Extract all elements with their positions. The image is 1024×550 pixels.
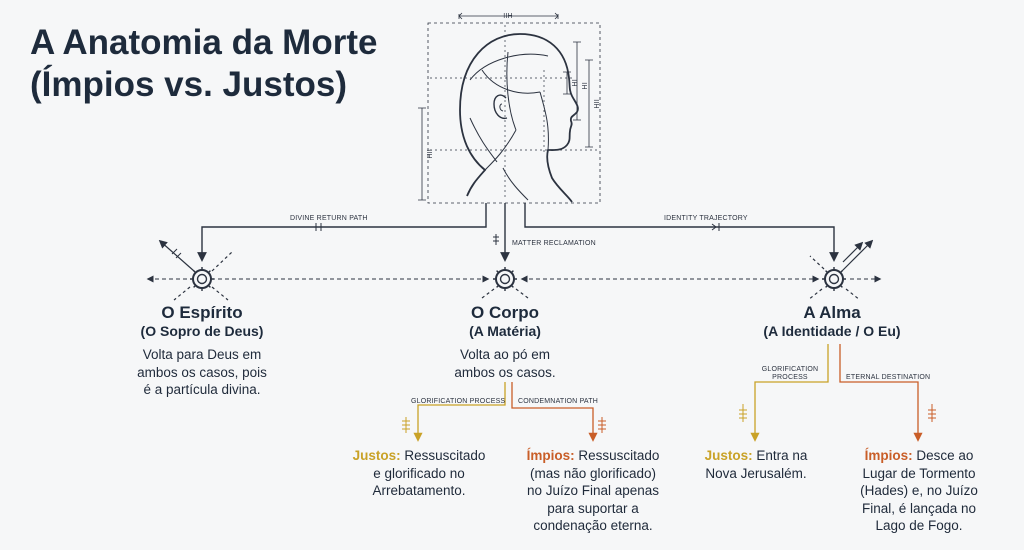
corpo-condemnation-label: CONDEMNATION PATH bbox=[518, 398, 598, 405]
corpo-justos-text: Justos: Ressuscitado e glorificado no Ar… bbox=[338, 447, 500, 500]
alma-impios-line: Lugar de Tormento bbox=[862, 465, 976, 481]
corpo-justos-line: e glorificado no bbox=[373, 465, 465, 481]
dim-right-inner: IH bbox=[570, 79, 577, 86]
head-blueprint-icon bbox=[418, 12, 601, 204]
title-line-1: A Anatomia da Morte bbox=[30, 23, 378, 62]
corpo-impios-line: no Juízo Final apenas bbox=[526, 483, 660, 498]
corpo-body-line: ambos os casos. bbox=[454, 364, 556, 380]
divine-return-arrow bbox=[197, 203, 487, 262]
identity-trajectory-arrow bbox=[524, 203, 839, 262]
alma-branches bbox=[739, 344, 936, 442]
justos-label: Justos: bbox=[704, 448, 753, 463]
corpo-impios-line: para suportar a bbox=[547, 500, 639, 516]
alma-impios-line: (Hades) e, no Juízo bbox=[860, 483, 978, 498]
head-dimension-labels: IIH IH IIH IH IIH bbox=[425, 13, 599, 159]
dim-left: IIH bbox=[425, 149, 432, 159]
page-title: A Anatomia da Morte (Ímpios vs. Justos) bbox=[30, 22, 377, 106]
connector-lines bbox=[197, 203, 839, 262]
corpo-body: Volta ao pó em ambos os casos. bbox=[413, 346, 597, 381]
dim-right-outer: IIH bbox=[592, 99, 599, 109]
node-corpo-icon bbox=[492, 266, 518, 292]
corpo-glorification-label: GLORIFICATION PROCESS bbox=[411, 398, 505, 405]
dim-right-mid: IH bbox=[580, 82, 587, 89]
alma-impios-line: Final, é lançada no bbox=[861, 500, 977, 516]
corpo-impios-line: (mas não glorificado) bbox=[529, 465, 657, 481]
impios-label: Ímpios: bbox=[864, 448, 913, 463]
corpo-justos-line: Ressuscitado bbox=[400, 448, 486, 463]
justos-label: Justos: bbox=[352, 448, 401, 463]
ray-icons bbox=[158, 239, 874, 301]
corpo-title: O Corpo bbox=[471, 303, 539, 322]
espirito-body-line: é a partícula divina. bbox=[143, 382, 261, 397]
alma-glorification-label-2: PROCESS bbox=[772, 374, 808, 381]
corpo-body-line: Volta ao pó em bbox=[459, 347, 551, 362]
matter-reclamation-label: MATTER RECLAMATION bbox=[512, 240, 596, 247]
alma-impios-line: Desce ao bbox=[912, 448, 974, 463]
divine-return-label: DIVINE RETURN PATH bbox=[290, 215, 368, 222]
espirito-title: O Espírito bbox=[161, 303, 243, 322]
alma-impios-text: Ímpios: Desce ao Lugar de Tormento (Hade… bbox=[842, 447, 996, 535]
alma-title: A Alma bbox=[803, 303, 861, 322]
corpo-impios-text: Ímpios: Ressuscitado (mas não glorificad… bbox=[512, 447, 674, 535]
dim-top: IIH bbox=[503, 13, 513, 20]
espirito-body: Volta para Deus em ambos os casos, pois … bbox=[110, 346, 294, 399]
corpo-impios-line: condenação eterna. bbox=[533, 518, 653, 533]
espirito-subtitle: (O Sopro de Deus) bbox=[140, 323, 264, 339]
corpo-impios-line: Ressuscitado bbox=[574, 448, 660, 463]
corpo-justos-line: Arrebatamento. bbox=[372, 483, 466, 498]
alma-justos-line: Nova Jerusalém. bbox=[705, 465, 807, 481]
corpo-branches bbox=[402, 382, 606, 442]
alma-justos-line: Entra na bbox=[752, 448, 808, 463]
title-line-2: (Ímpios vs. Justos) bbox=[30, 65, 348, 104]
alma-subtitle: (A Identidade / O Eu) bbox=[763, 323, 901, 339]
espirito-body-line: Volta para Deus em bbox=[142, 347, 262, 362]
alma-impios-line: Lago de Fogo. bbox=[875, 518, 963, 533]
alma-destination-label: ETERNAL DESTINATION bbox=[846, 374, 930, 381]
alma-justos-text: Justos: Entra na Nova Jerusalém. bbox=[686, 447, 826, 482]
identity-trajectory-label: IDENTITY TRAJECTORY bbox=[664, 215, 748, 222]
impios-label: Ímpios: bbox=[526, 448, 575, 463]
corpo-subtitle: (A Matéria) bbox=[469, 323, 541, 339]
espirito-body-line: ambos os casos, pois bbox=[137, 364, 267, 380]
alma-glorification-label-1: GLORIFICATION bbox=[762, 366, 819, 373]
